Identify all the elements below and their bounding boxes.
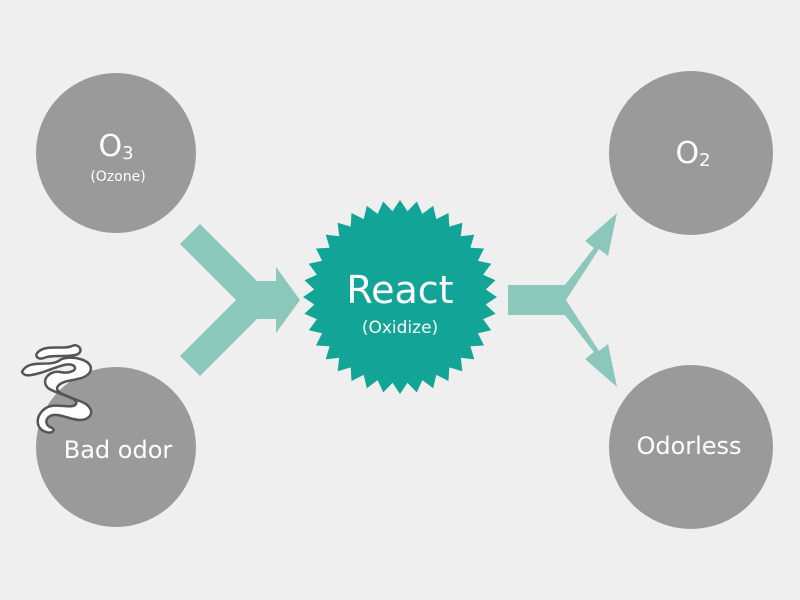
reaction-label: React	[346, 268, 453, 312]
bad-odor-node: Bad odor	[36, 367, 196, 527]
oxygen-circle	[609, 71, 773, 235]
odorless-label: Odorless	[636, 432, 741, 460]
ozone-circle	[36, 73, 196, 233]
bad-odor-label: Bad odor	[64, 436, 173, 464]
oxygen-node: O2	[609, 71, 773, 235]
smell-fumes-icon	[20, 344, 93, 434]
odorless-circle	[609, 365, 773, 529]
oxygen-subscript: 2	[699, 150, 710, 171]
ozone-node: O3 (Ozone)	[36, 73, 196, 233]
split-arrow	[508, 213, 617, 387]
reaction-note: (Oxidize)	[362, 318, 438, 338]
oxygen-formula: O2	[675, 136, 710, 171]
reaction-starburst	[303, 200, 497, 394]
reaction-node: React (Oxidize)	[303, 200, 497, 394]
ozone-formula: O3	[98, 129, 133, 164]
ozone-note: (Ozone)	[90, 169, 145, 185]
ozone-subscript: 3	[122, 143, 133, 164]
odorless-node: Odorless	[609, 365, 773, 529]
merge-arrow	[180, 224, 300, 376]
